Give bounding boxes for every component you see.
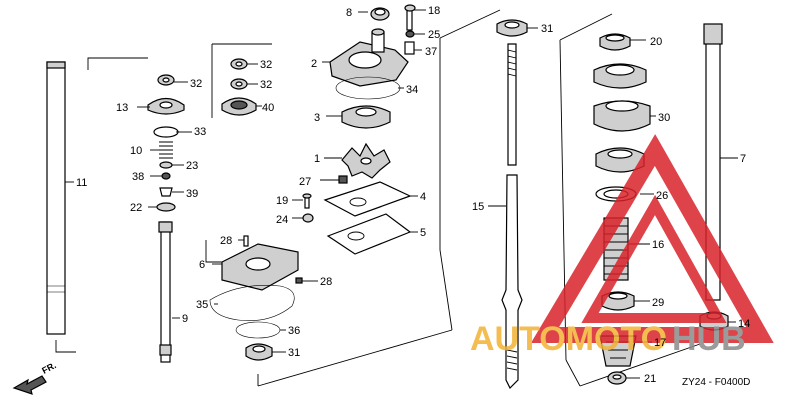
part-11-tube xyxy=(46,61,74,335)
callout-4: 4 xyxy=(420,191,426,203)
callout-25: 25 xyxy=(428,29,440,41)
callout-9: 9 xyxy=(182,313,188,325)
callout-8: 8 xyxy=(346,7,352,19)
drive-shaft xyxy=(488,19,538,390)
watermark-word-automoto: AUTOMOTO xyxy=(470,320,667,358)
callout-30: 30 xyxy=(658,112,670,124)
direction-label: FR. xyxy=(40,360,57,376)
callout-10: 10 xyxy=(130,145,142,157)
callout-29: 29 xyxy=(652,297,664,309)
callout-24: 24 xyxy=(276,214,288,226)
callout-37: 37 xyxy=(425,46,437,58)
callout-34: 34 xyxy=(406,84,418,96)
callout-20: 20 xyxy=(650,36,662,48)
callout-36: 36 xyxy=(288,325,300,337)
callout-23: 23 xyxy=(186,160,198,172)
watermark-word-hub: HUB xyxy=(672,320,746,358)
callout-13: 13 xyxy=(116,102,128,114)
callout-16: 16 xyxy=(652,239,664,251)
watermark-inner-triangle-icon xyxy=(581,194,727,323)
callout-18: 18 xyxy=(428,5,440,17)
callout-31a: 31 xyxy=(541,23,553,35)
callout-28a: 28 xyxy=(220,235,232,247)
front-arrow-icon xyxy=(12,375,47,395)
gear-stack xyxy=(593,33,656,385)
callout-27: 27 xyxy=(299,176,311,188)
callout-32c: 32 xyxy=(190,78,202,90)
callout-6: 6 xyxy=(199,259,205,271)
callout-11: 11 xyxy=(76,177,87,189)
callout-33: 33 xyxy=(194,126,206,138)
callout-19: 19 xyxy=(276,195,288,207)
callout-1: 1 xyxy=(314,153,320,165)
callout-32b: 32 xyxy=(260,79,272,91)
callout-21: 21 xyxy=(644,373,656,385)
callout-labels: 8 18 31 20 25 37 2 32 32 32 34 13 40 3 3… xyxy=(76,5,750,385)
pump-plates xyxy=(292,181,418,255)
callout-17: 17 xyxy=(654,337,666,349)
watermark: AUTOMOTO HUB xyxy=(470,134,774,358)
callout-40: 40 xyxy=(262,102,274,114)
callout-22: 22 xyxy=(130,202,142,214)
watermark-triangle-icon xyxy=(530,134,774,343)
callout-38: 38 xyxy=(132,171,144,183)
callout-32a: 32 xyxy=(260,59,272,71)
drawing-code: ZY24 - F0400D xyxy=(682,377,750,388)
callout-7: 7 xyxy=(740,153,746,165)
pump-case xyxy=(209,235,318,361)
callout-15: 15 xyxy=(472,201,484,213)
callout-28b: 28 xyxy=(320,276,332,288)
front-direction-arrow: FR. xyxy=(12,360,58,395)
callout-39: 39 xyxy=(186,188,198,200)
callout-2: 2 xyxy=(311,58,317,70)
shift-rod-stack xyxy=(137,74,192,363)
callout-14: 14 xyxy=(738,318,750,330)
seal-set xyxy=(221,58,262,116)
callout-35: 35 xyxy=(196,299,208,311)
callout-5: 5 xyxy=(420,227,426,239)
callout-3: 3 xyxy=(314,112,320,124)
callout-31b: 31 xyxy=(288,347,300,359)
water-pump-housing xyxy=(320,4,426,184)
callout-26: 26 xyxy=(656,190,668,202)
